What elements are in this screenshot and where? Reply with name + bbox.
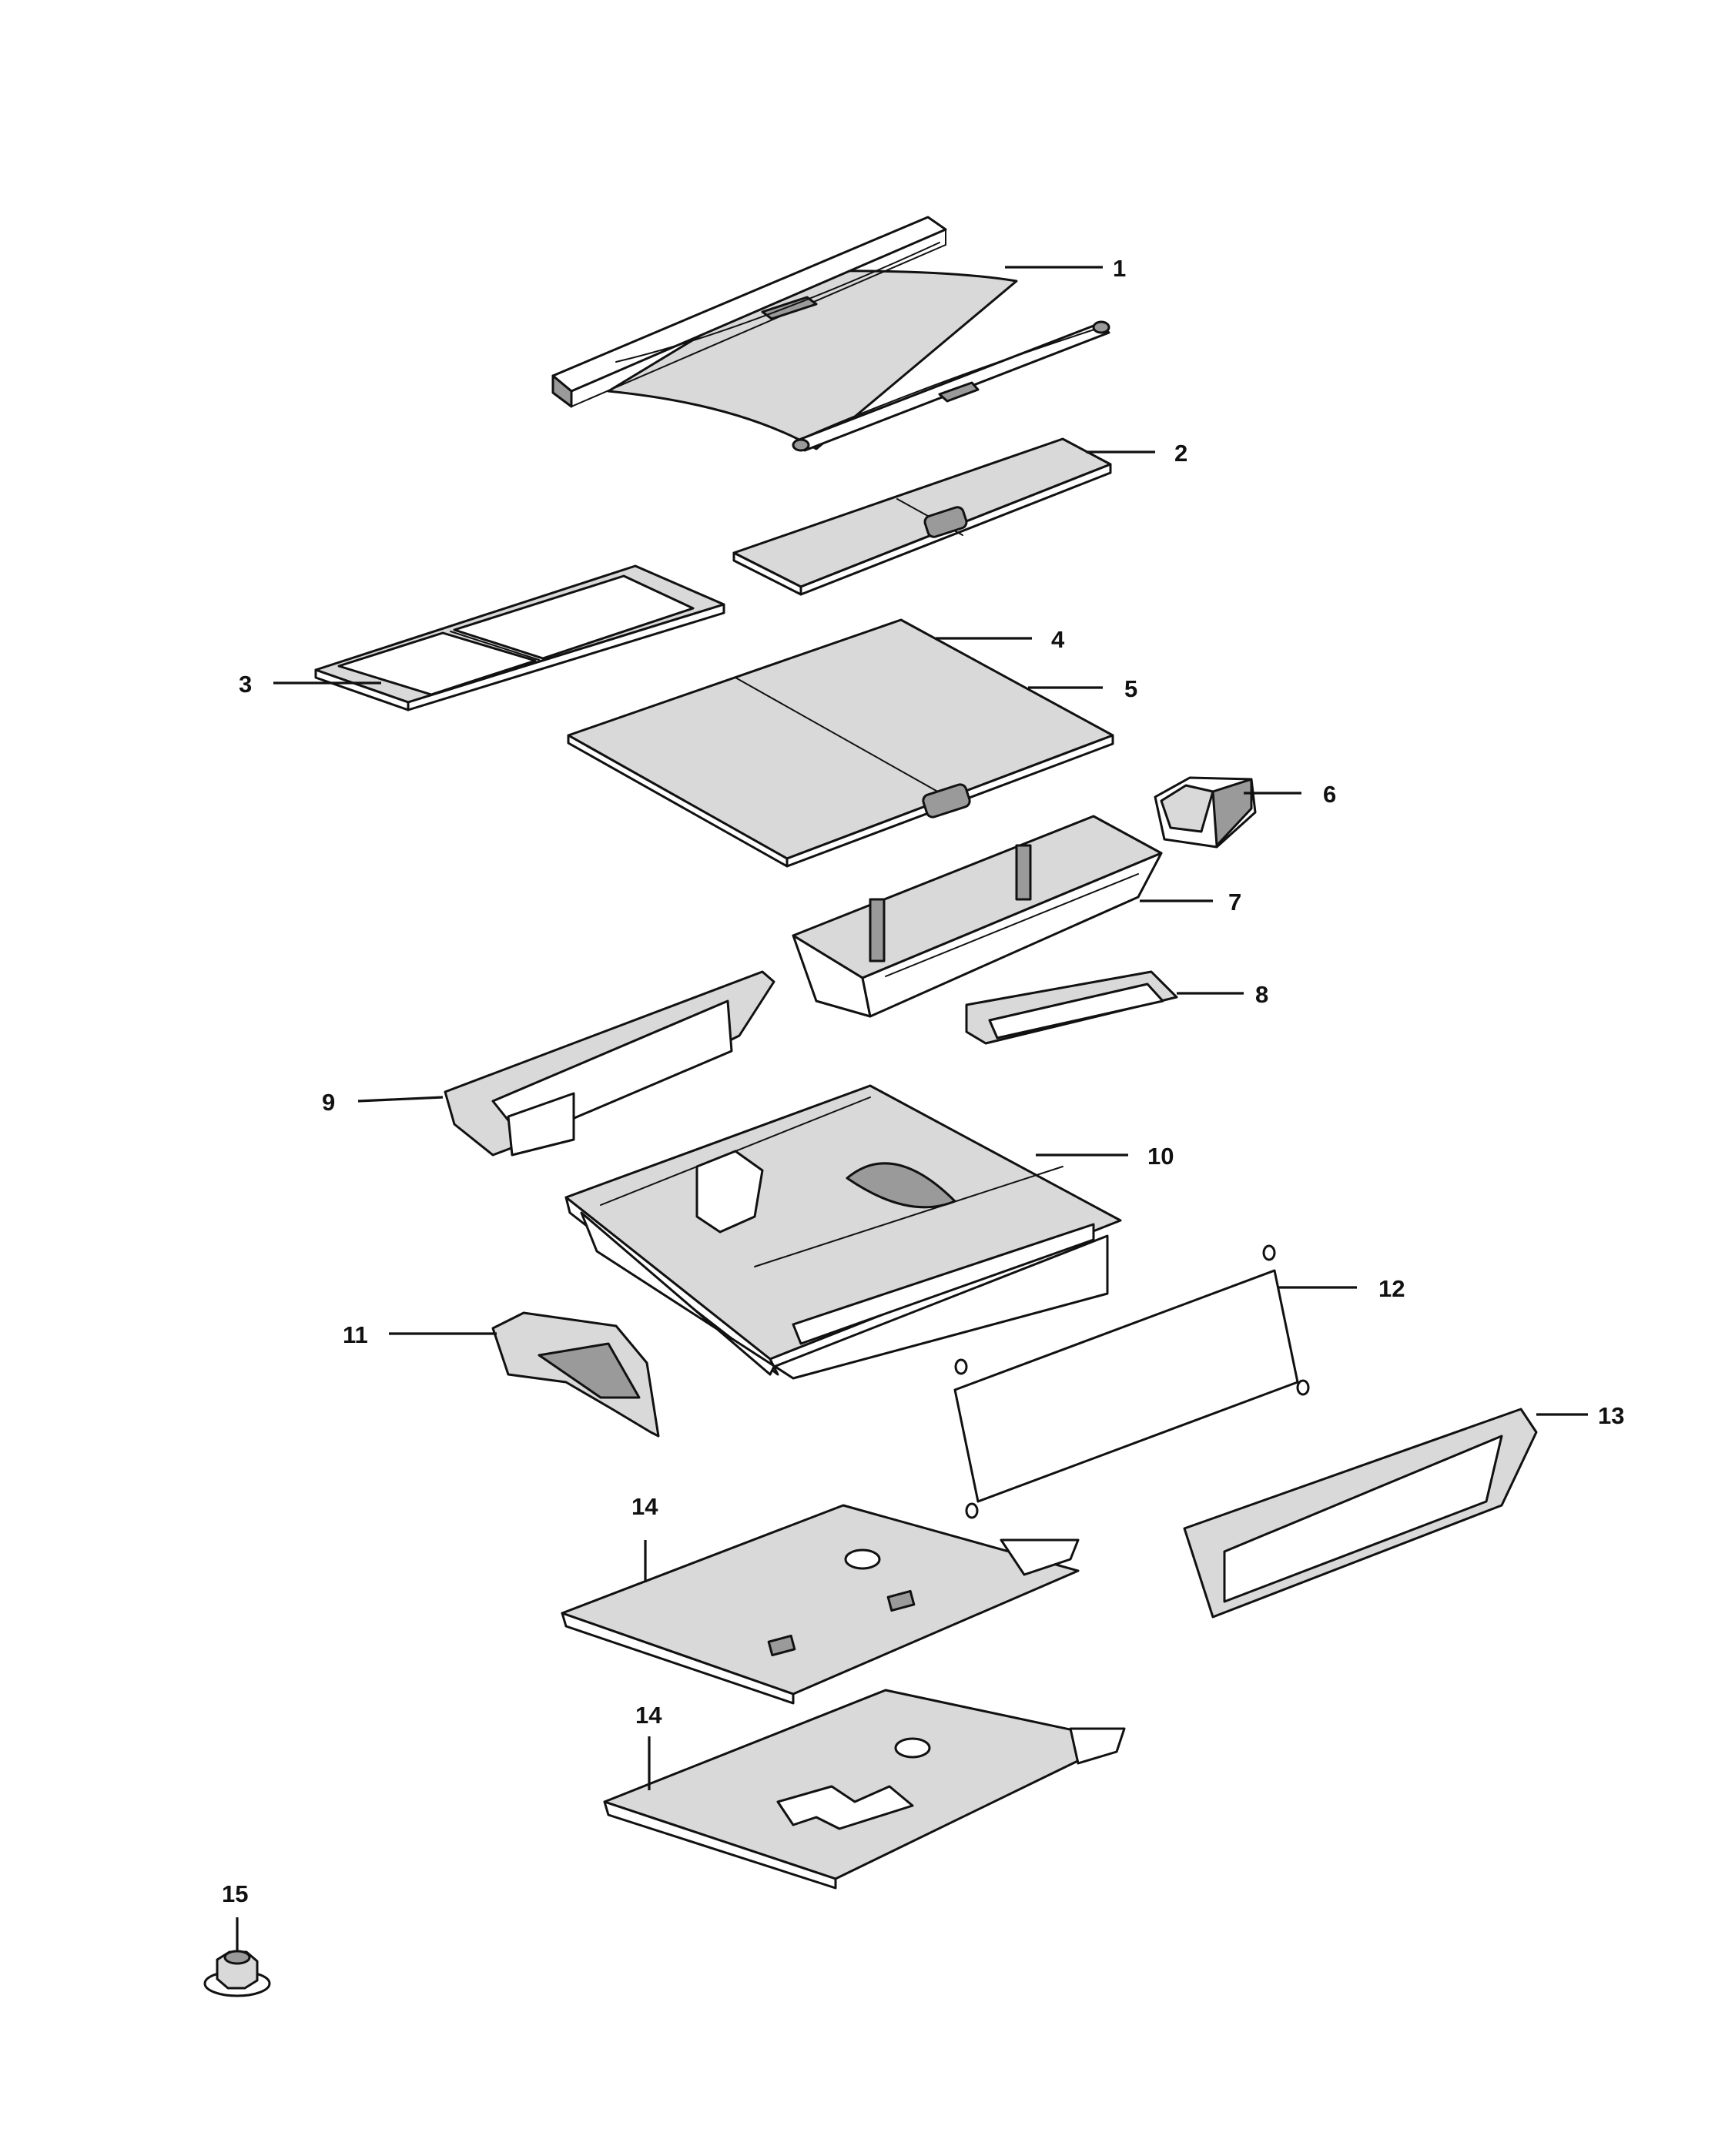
part-3-bin-lid[interactable] [314, 564, 725, 711]
part-6-duct[interactable] [1154, 776, 1257, 849]
callout-11: 11 [343, 1321, 368, 1348]
callout-10: 10 [1147, 1143, 1174, 1170]
part-14-floor-pan-upper[interactable] [561, 1504, 1080, 1705]
part-14-floor-pan-lower[interactable] [603, 1689, 1126, 1890]
callout-7: 7 [1228, 889, 1241, 916]
callout-1: 1 [1113, 255, 1126, 282]
callout-labels: 1 2 3 4 5 6 7 8 9 10 11 12 13 14 14 15 [222, 255, 1624, 1907]
part-7-storage-tray[interactable] [792, 815, 1163, 1018]
callout-8: 8 [1255, 981, 1268, 1008]
callout-2: 2 [1174, 440, 1187, 467]
part-13-rear-panel[interactable] [1183, 1408, 1538, 1619]
leader-lines [236, 266, 1588, 1952]
part-4-5-cargo-floor[interactable] [567, 618, 1114, 868]
callout-5: 5 [1124, 675, 1137, 702]
part-12-cargo-net[interactable] [953, 1244, 1310, 1519]
part-15-nut[interactable] [203, 1950, 271, 1997]
callout-4: 4 [1051, 626, 1065, 653]
callout-15: 15 [222, 1880, 248, 1907]
callout-12: 12 [1378, 1275, 1405, 1302]
callout-3: 3 [239, 671, 252, 698]
callout-6: 6 [1323, 781, 1336, 808]
part-2-load-floor-panel[interactable] [732, 437, 1112, 596]
callout-14-lower: 14 [635, 1702, 662, 1729]
part-9-side-grille[interactable] [444, 970, 775, 1157]
callout-14-upper: 14 [631, 1493, 658, 1520]
part-8-side-grille[interactable] [965, 970, 1178, 1045]
part-11-side-trim[interactable] [491, 1311, 660, 1438]
callout-13: 13 [1598, 1402, 1624, 1429]
callout-9: 9 [322, 1089, 335, 1116]
part-10-cargo-tub[interactable] [564, 1084, 1122, 1380]
leader-9 [357, 1096, 444, 1103]
part-1-cargo-cover[interactable] [551, 216, 1110, 452]
